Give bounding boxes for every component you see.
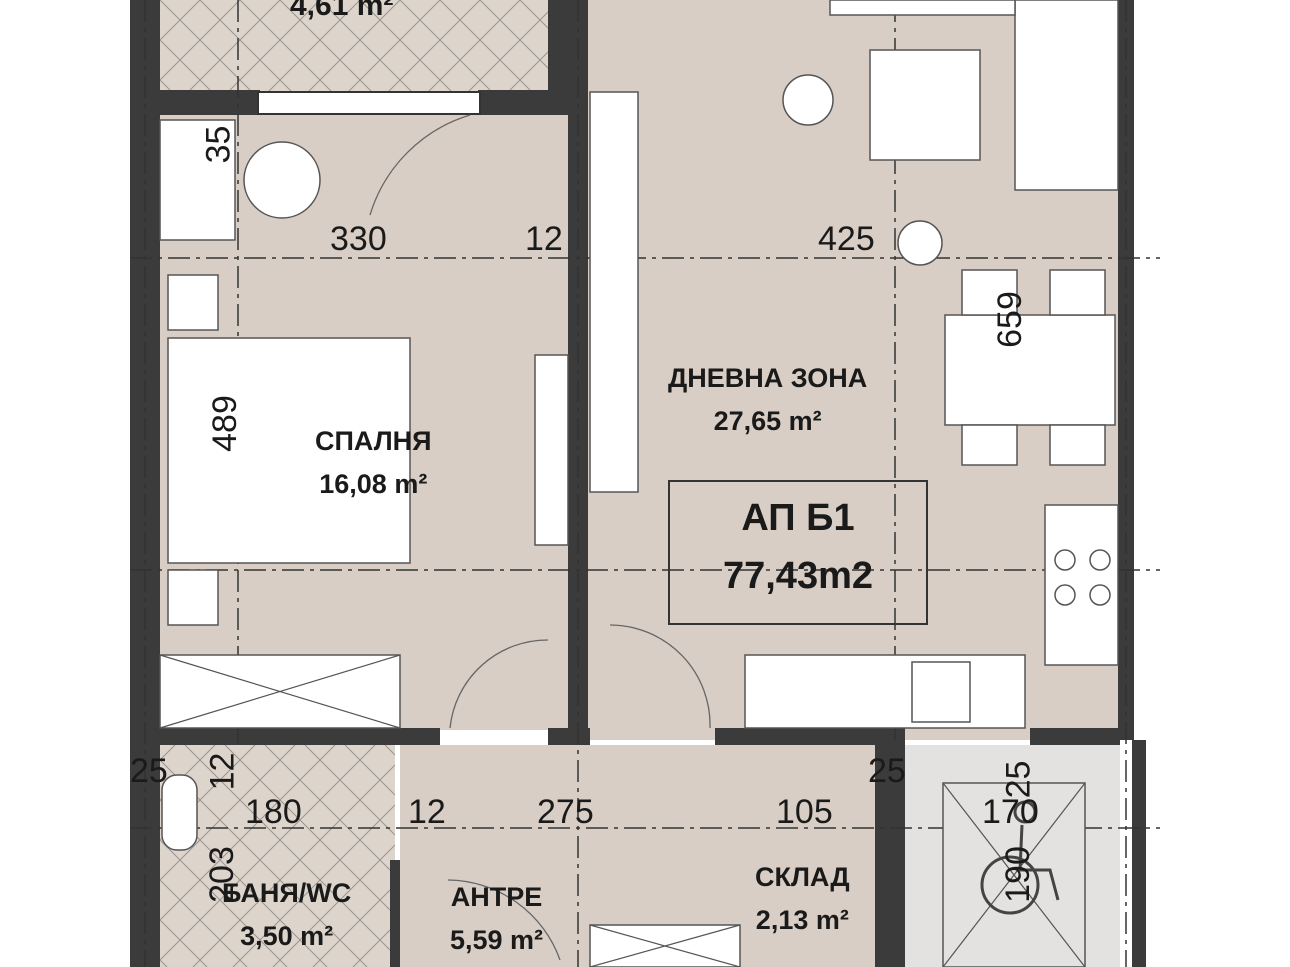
room-living: ДНЕВНА ЗОНА 27,65 m² xyxy=(668,357,867,443)
chair-icon xyxy=(243,141,321,219)
door-swing-icon xyxy=(369,114,711,961)
room-area: 27,65 m² xyxy=(713,406,822,437)
sofa-icon xyxy=(1014,0,1119,191)
room-area: 3,50 m² xyxy=(240,921,334,952)
dim-425: 425 xyxy=(818,220,875,258)
room-name: БАНЯ/WC xyxy=(222,878,352,908)
dim-12: 12 xyxy=(408,793,446,831)
room-area: 5,59 m² xyxy=(450,925,544,956)
room-area: 16,08 m² xyxy=(319,469,428,500)
dim-170: 170 xyxy=(982,793,1039,831)
bathroom-floor xyxy=(160,745,395,967)
apartment-area: 77,43m2 xyxy=(722,555,873,598)
dim-330: 330 xyxy=(330,220,387,258)
dim-12: 12 xyxy=(525,220,563,258)
dim-659: 659 xyxy=(990,291,1029,348)
room-name: СПАЛНЯ xyxy=(315,426,432,456)
dim-25: 25 xyxy=(868,752,906,790)
lamp-icon xyxy=(782,74,834,126)
room-bathroom: БАНЯ/WC 3,50 m² xyxy=(222,872,351,958)
room-bedroom: СПАЛНЯ 16,08 m² xyxy=(315,420,432,506)
dim-12: 12 xyxy=(203,752,242,791)
dim-25: 25 xyxy=(130,752,168,790)
dim-275: 275 xyxy=(537,793,594,831)
dining-table-icon xyxy=(944,314,1116,426)
room-area: 2,13 m² xyxy=(755,905,849,936)
dim-105: 105 xyxy=(776,793,833,831)
apartment-label: АП Б1 77,43m2 xyxy=(668,480,928,625)
toilet-icon xyxy=(161,774,198,851)
room-hall: АНТРЕ 5,59 m² xyxy=(450,876,543,962)
stove-icon xyxy=(1044,504,1119,666)
storage-floor xyxy=(740,745,875,967)
room-name: СКЛАД xyxy=(755,862,850,892)
balcony-floor xyxy=(160,0,550,92)
balcony-area: 4,61 m² xyxy=(290,0,394,22)
room-storage: СКЛАД 2,13 m² xyxy=(755,856,850,942)
bed-icon xyxy=(167,337,411,564)
dim-35: 35 xyxy=(199,125,238,164)
coffee-table xyxy=(869,49,981,161)
apartment-name: АП Б1 xyxy=(741,497,855,539)
room-name: АНТРЕ xyxy=(450,882,543,912)
dim-190: 190 xyxy=(998,846,1037,903)
wheelchair-icon xyxy=(980,800,1060,915)
dim-489: 489 xyxy=(205,395,244,452)
dim-203: 203 xyxy=(202,846,241,903)
sink-icon xyxy=(911,661,971,723)
dim-180: 180 xyxy=(245,793,302,831)
kitchen-counter xyxy=(744,654,1026,729)
tv-unit xyxy=(589,91,639,493)
room-name: ДНЕВНА ЗОНА xyxy=(668,363,868,393)
